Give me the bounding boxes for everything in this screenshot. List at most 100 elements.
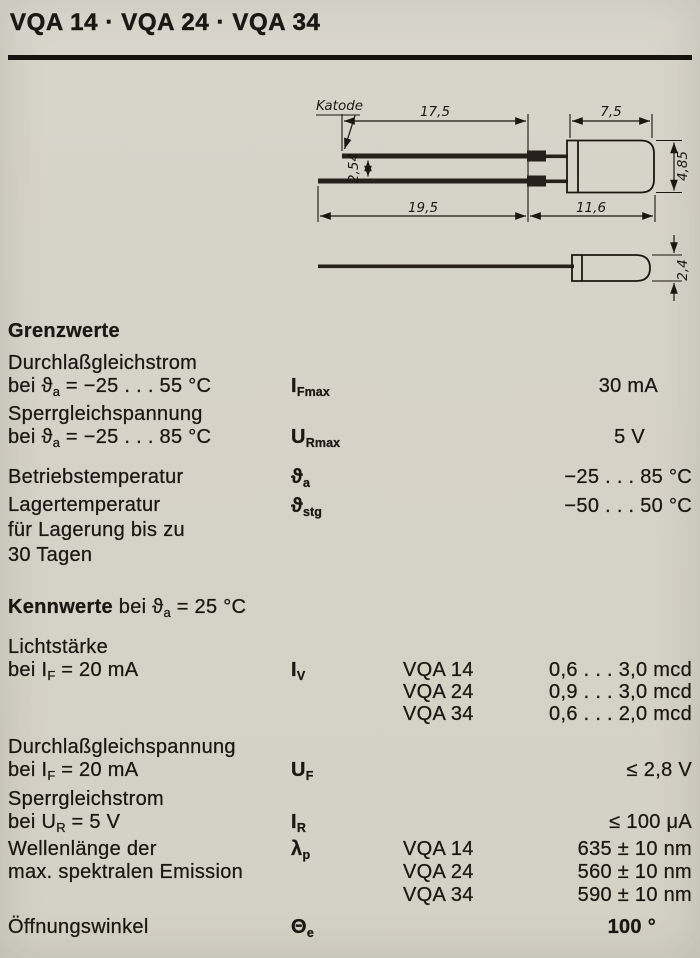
variant-type: VQA 14 bbox=[403, 659, 474, 681]
section-heading-grenzwerte: Grenzwerte bbox=[8, 320, 120, 342]
variant-type: VQA 34 bbox=[403, 884, 474, 906]
symbol-main: I bbox=[291, 659, 297, 681]
side-view-lead bbox=[318, 264, 574, 269]
param-symbol: IR bbox=[291, 811, 306, 835]
param-symbol: UF bbox=[291, 759, 314, 783]
cond-pre: bei U bbox=[8, 811, 57, 833]
cond-pre: bei I bbox=[8, 659, 48, 681]
symbol-sub: e bbox=[306, 926, 314, 940]
variant-type: VQA 34 bbox=[403, 703, 474, 725]
param-symbol: IFmax bbox=[291, 375, 330, 399]
symbol-sub: V bbox=[296, 669, 306, 683]
variant-value: 0,6 . . . 3,0 mcd bbox=[549, 659, 692, 681]
param-label: Lagertemperatur bbox=[8, 494, 161, 516]
param-condition: bei IF = 20 mA bbox=[8, 759, 138, 783]
variant-value: 590 ± 10 nm bbox=[577, 884, 692, 906]
cond-sub: a bbox=[52, 435, 61, 450]
param-label: Durchlaßgleichstrom bbox=[8, 352, 198, 374]
variant-type: VQA 24 bbox=[403, 861, 474, 883]
heading-main: Kennwerte bbox=[8, 596, 113, 618]
param-value: ≤ 2,8 V bbox=[626, 759, 692, 781]
symbol-sub: F bbox=[305, 769, 314, 783]
cond-post: = 5 V bbox=[65, 811, 121, 833]
param-condition: bei ϑa = −25 . . . 85 °C bbox=[8, 426, 211, 450]
param-value: ≤ 100 μA bbox=[609, 811, 692, 833]
symbol-main: ϑ bbox=[291, 466, 303, 488]
param-label: Sperrgleichspannung bbox=[8, 403, 203, 425]
param-symbol: ϑa bbox=[291, 466, 310, 490]
param-label-line2: für Lagerung bis zu bbox=[8, 519, 185, 541]
section-heading-kennwerte: Kennwerte bei ϑa = 25 °C bbox=[8, 596, 246, 620]
param-label: Wellenlänge der bbox=[8, 838, 157, 860]
cond-post: = −25 . . . 85 °C bbox=[60, 426, 212, 448]
param-symbol: URmax bbox=[291, 426, 340, 450]
cond-sub: F bbox=[47, 668, 56, 683]
symbol-main: I bbox=[291, 811, 297, 833]
variant-type: VQA 14 bbox=[403, 838, 474, 860]
heading-cond-post: = 25 °C bbox=[170, 596, 247, 618]
dimension-lines bbox=[320, 115, 678, 301]
param-symbol: λp bbox=[291, 838, 310, 862]
symbol-main: U bbox=[291, 759, 306, 781]
param-condition: bei UR = 5 V bbox=[8, 811, 120, 835]
param-condition: bei ϑa = −25 . . . 55 °C bbox=[8, 375, 211, 399]
symbol-main: U bbox=[291, 426, 306, 448]
dim-17-5-label: 17,5 bbox=[420, 104, 450, 120]
param-label-line2: max. spektralen Emission bbox=[8, 861, 244, 883]
page-title: VQA 14 · VQA 24 · VQA 34 bbox=[10, 9, 321, 37]
heading-cond-sub: a bbox=[163, 605, 171, 620]
extension-lines bbox=[316, 114, 682, 282]
param-label: Durchlaßgleichspannung bbox=[8, 736, 236, 758]
cond-sub: R bbox=[56, 820, 66, 835]
symbol-sub: R bbox=[296, 821, 306, 835]
dim-2-4-label: 2,4 bbox=[675, 259, 691, 280]
cond-post: = 20 mA bbox=[55, 659, 139, 681]
katode-label: Katode bbox=[316, 98, 363, 114]
symbol-sub: stg bbox=[302, 505, 323, 519]
dim-2-54-label: 2,54 bbox=[346, 153, 362, 183]
heading-cond-pre: bei ϑ bbox=[112, 596, 164, 618]
symbol-main: λ bbox=[291, 838, 303, 860]
symbol-sub: Fmax bbox=[296, 385, 330, 399]
param-label: Sperrgleichstrom bbox=[8, 788, 164, 810]
param-value: −50 . . . 50 °C bbox=[564, 495, 692, 517]
param-label: Öffnungswinkel bbox=[8, 916, 149, 938]
param-symbol: ϑstg bbox=[291, 495, 322, 519]
param-value: 5 V bbox=[614, 426, 645, 448]
anode-lead-crimp bbox=[527, 175, 546, 187]
cond-pre: bei ϑ bbox=[8, 426, 53, 448]
cond-pre: bei ϑ bbox=[8, 375, 53, 397]
param-label: Lichtstärke bbox=[8, 636, 109, 658]
cond-sub: F bbox=[47, 768, 56, 783]
dim-7-5-label: 7,5 bbox=[600, 104, 621, 120]
cond-post: = 20 mA bbox=[55, 759, 139, 781]
param-symbol: IV bbox=[291, 659, 306, 683]
symbol-sub: a bbox=[302, 476, 311, 490]
cond-sub: a bbox=[52, 384, 61, 399]
led-body-top-view bbox=[566, 139, 655, 194]
param-condition: bei IF = 20 mA bbox=[8, 659, 138, 683]
anode-lead bbox=[318, 178, 528, 184]
cond-post: = −25 . . . 55 °C bbox=[60, 375, 212, 397]
param-value: −25 . . . 85 °C bbox=[564, 466, 692, 488]
cathode-lead-crimp bbox=[527, 150, 546, 162]
led-body-side-view bbox=[571, 254, 651, 282]
variant-value: 560 ± 10 nm bbox=[577, 861, 692, 883]
led-bodies bbox=[566, 139, 655, 282]
variant-value: 635 ± 10 nm bbox=[577, 838, 692, 860]
param-label-line3: 30 Tagen bbox=[8, 544, 93, 566]
title-rule bbox=[8, 55, 692, 60]
param-symbol: Θe bbox=[291, 916, 314, 940]
param-value: 30 mA bbox=[598, 375, 658, 397]
cathode-lead bbox=[342, 153, 528, 159]
param-value: 100 ° bbox=[607, 916, 656, 938]
symbol-main: I bbox=[291, 375, 297, 397]
variant-type: VQA 24 bbox=[403, 681, 474, 703]
katode-pointer-arrow bbox=[343, 115, 356, 150]
variant-value: 0,6 . . . 2,0 mcd bbox=[549, 703, 692, 725]
cond-pre: bei I bbox=[8, 759, 48, 781]
variant-value: 0,9 . . . 3,0 mcd bbox=[549, 681, 692, 703]
package-drawing: Katode 17,5 7,5 4,85 2,54 19,5 11,6 2,4 bbox=[316, 98, 691, 301]
param-label: Betriebstemperatur bbox=[8, 466, 184, 488]
